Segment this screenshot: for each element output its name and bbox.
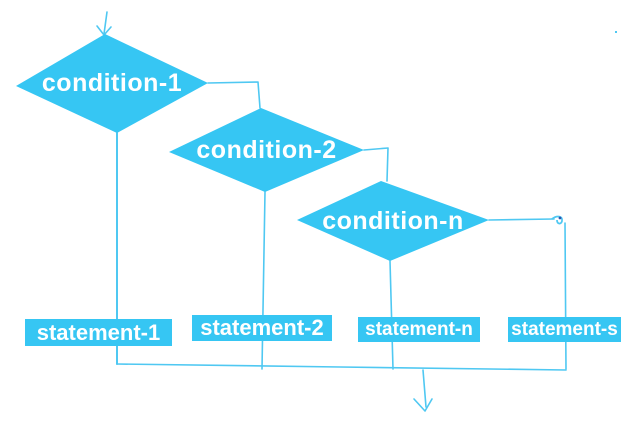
statement-2-box: statement-2 (192, 315, 332, 341)
exit-arrowhead (413, 398, 433, 412)
condition-n-diamond (297, 181, 489, 261)
entry-arrow-stem (103, 11, 108, 35)
bottom-merge-rail (116, 363, 567, 371)
stray-speck (615, 31, 617, 33)
exit-arrow-stem (422, 369, 427, 408)
arrow-down-icon (96, 11, 112, 36)
statement-n-box: statement-n (358, 317, 480, 342)
drop-line-conditionn (389, 260, 394, 370)
statement-s-box: statement-s (508, 317, 621, 342)
corner-curl-mark (551, 215, 563, 225)
arrow-down-icon (413, 369, 433, 412)
drop-line-else-branch (564, 222, 567, 370)
connector-condition1-condition2 (207, 81, 261, 109)
drop-line-condition2 (261, 191, 266, 370)
condition-2-diamond (169, 108, 364, 192)
connector-condition2-conditionn (363, 147, 389, 182)
corner-ink-dot (558, 216, 562, 220)
condition-1-diamond (16, 34, 208, 133)
statement-1-box: statement-1 (25, 319, 172, 346)
connector-conditionn-right (488, 218, 555, 221)
